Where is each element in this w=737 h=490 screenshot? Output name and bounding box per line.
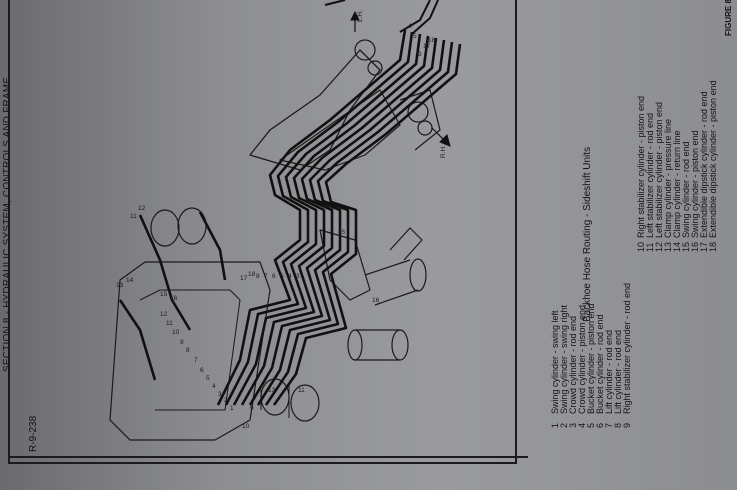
section-header: SECTION 8 - HYDRAULIC SYSTEM, CONTROLS A… bbox=[2, 76, 13, 372]
pivot-pin bbox=[407, 101, 429, 123]
callout: 10 bbox=[242, 423, 250, 430]
figure-frame-bottom-line bbox=[8, 456, 528, 458]
callout: 3 bbox=[418, 51, 422, 58]
callout: 16 bbox=[372, 297, 380, 304]
callout: 8 bbox=[186, 347, 190, 354]
stabilizer-cylinder-cap bbox=[290, 384, 320, 422]
callout: 4 bbox=[288, 273, 292, 280]
direction-arrows bbox=[350, 10, 451, 147]
callout: 18 bbox=[428, 37, 436, 44]
figure-label: FIGURE 8 bbox=[724, 0, 733, 36]
callout: 17 bbox=[240, 275, 248, 282]
callout: 14 bbox=[126, 277, 134, 284]
boom-callouts: 4 5 3 17 18 bbox=[408, 23, 436, 58]
rh-label: R.H. bbox=[440, 145, 447, 158]
boom-hoses bbox=[324, 0, 439, 35]
callout: 6 bbox=[200, 367, 204, 374]
valve-block-outline bbox=[109, 261, 271, 441]
callout: 9 bbox=[250, 405, 254, 412]
callout: 9 bbox=[180, 339, 184, 346]
valve-callouts: 13 14 15 16 12 11 10 9 8 7 6 5 4 3 2 1 bbox=[116, 277, 234, 412]
swing-cylinder bbox=[355, 329, 400, 361]
callout: 13 bbox=[268, 387, 276, 394]
callout: 11 bbox=[298, 387, 305, 394]
figure-reference: R-9-238 bbox=[28, 415, 39, 452]
callout: 2 bbox=[224, 397, 228, 404]
hose-routing-diagram: L.H. R.H. 13 14 15 16 12 11 10 9 8 7 6 5… bbox=[109, 0, 462, 441]
figure-frame bbox=[8, 0, 517, 464]
callout: 1 bbox=[230, 405, 234, 412]
cylinder-rod-end bbox=[389, 227, 423, 261]
lh-label: L.H. bbox=[357, 10, 364, 22]
callout: 5 bbox=[206, 375, 210, 382]
hose-callouts: 17 18 8 7 6 5 4 3 bbox=[240, 271, 300, 282]
callout: 11 bbox=[166, 320, 173, 327]
legend-item: 9Right stabilizer cylinder - rod end bbox=[622, 282, 632, 428]
stabilizer-cylinder-cap bbox=[260, 378, 290, 416]
callout: 4 bbox=[212, 383, 216, 390]
callout: 4 bbox=[408, 23, 412, 30]
callout: 12 bbox=[138, 205, 146, 212]
top-callouts: 11 12 bbox=[130, 205, 146, 220]
callout: 5 bbox=[280, 273, 284, 280]
callout: 13 bbox=[116, 282, 124, 289]
stabilizer-cylinder-cap bbox=[150, 209, 180, 247]
callout: 15 bbox=[338, 229, 346, 236]
hose-bundle bbox=[118, 29, 462, 406]
cylinder-callouts: 15 16 13 11 9 10 bbox=[242, 229, 380, 430]
valve-block-inner bbox=[139, 289, 241, 411]
callout: 8 bbox=[256, 273, 260, 280]
figure-caption: Backhoe Hose Routing - Sideshift Units bbox=[582, 146, 593, 322]
callout: 7 bbox=[264, 273, 268, 280]
callout: 6 bbox=[272, 273, 276, 280]
callout: 11 bbox=[130, 213, 137, 220]
callout: 12 bbox=[160, 311, 168, 318]
callout: 5 bbox=[413, 33, 417, 40]
callout: 7 bbox=[194, 357, 198, 364]
boom-linkage bbox=[249, 49, 381, 171]
legend-item: 18Extendible dipstick cylinder - piston … bbox=[708, 80, 718, 252]
callout: 3 bbox=[296, 273, 300, 280]
callout: 15 bbox=[160, 291, 168, 298]
callout: 10 bbox=[172, 329, 180, 336]
callout: 3 bbox=[218, 391, 222, 398]
callout: 17 bbox=[423, 43, 431, 50]
callout: 18 bbox=[248, 271, 256, 278]
swing-cylinder bbox=[364, 259, 419, 306]
callout: 16 bbox=[170, 295, 178, 302]
